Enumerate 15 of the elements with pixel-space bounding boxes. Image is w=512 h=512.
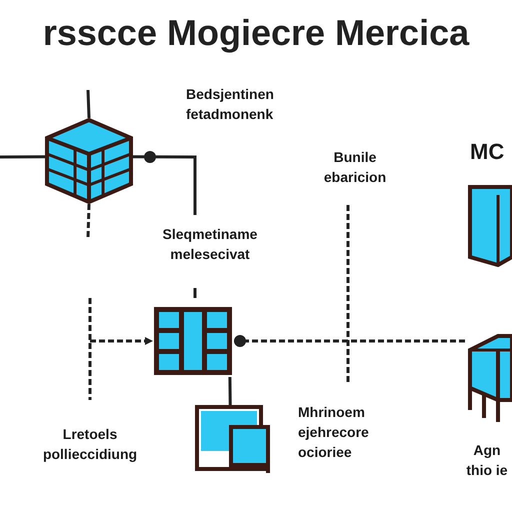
connector-line — [90, 337, 153, 345]
title: rsscce Mogiecre Mercica — [42, 11, 470, 55]
text-label: Bedsjentinen fetadmonenk — [186, 85, 275, 124]
text-label: MC — [470, 142, 504, 162]
connector-line — [234, 335, 468, 347]
text-label: Lretoels pollieccidiung — [42, 425, 138, 464]
text-label: Agn thio ie — [465, 441, 509, 480]
text-label: Mhrinoem ejehrecore ocioriee — [298, 403, 370, 462]
text-label: Sleqmetiname melesecivat — [162, 225, 258, 264]
connector-line — [228, 376, 232, 406]
connector-line — [133, 155, 196, 215]
text-label: Bunile ebaricion — [322, 148, 388, 187]
connector-line — [86, 204, 90, 238]
connector-line — [0, 155, 46, 158]
connector-line — [86, 90, 90, 118]
